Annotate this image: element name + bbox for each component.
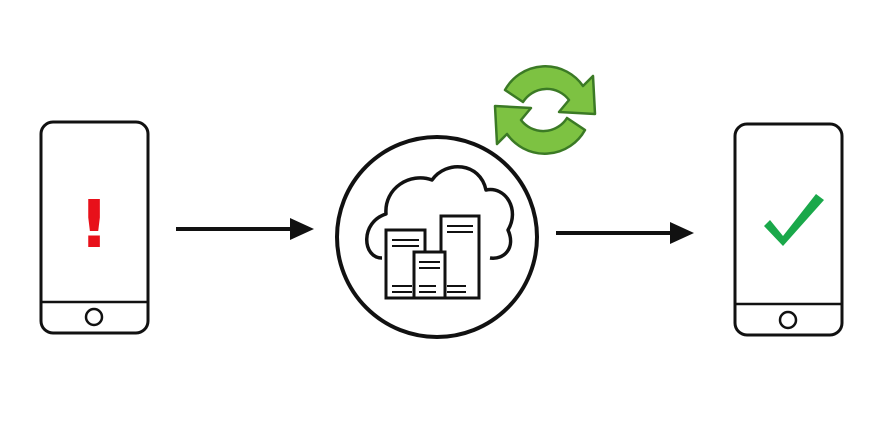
error-icon: ! <box>79 186 109 263</box>
sync-icon <box>493 65 597 155</box>
arrow-right-icon <box>556 222 694 244</box>
smartphone-icon <box>39 120 150 335</box>
server-icon <box>439 214 481 300</box>
source-phone: ! <box>39 120 150 335</box>
server-icon <box>412 250 447 300</box>
smartphone-icon <box>733 122 844 337</box>
home-button-icon <box>84 307 104 327</box>
checkmark-icon <box>764 194 824 246</box>
home-button-icon <box>778 310 798 330</box>
cloud-service <box>335 135 539 339</box>
arrow-right-icon <box>176 218 314 240</box>
target-phone <box>733 122 844 337</box>
